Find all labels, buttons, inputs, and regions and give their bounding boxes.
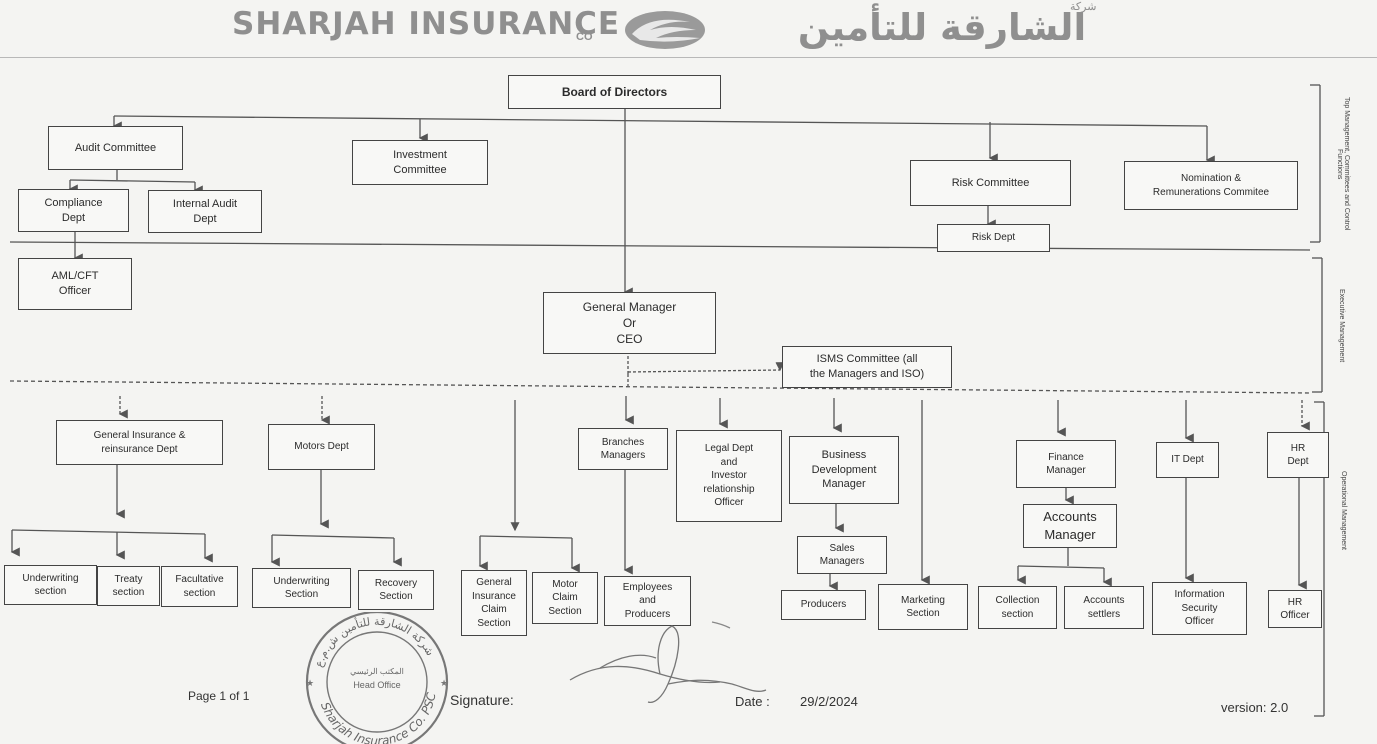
business-development-box: Business Development Manager bbox=[789, 436, 899, 504]
producers-box: Producers bbox=[781, 590, 866, 620]
header-divider bbox=[0, 57, 1377, 58]
nomination-committee-box: Nomination & Remunerations Commitee bbox=[1124, 161, 1298, 210]
stamp-arabic-text: شركة الشارقة للتأمين ش.م.ع bbox=[312, 615, 437, 669]
underwriting-section-box: Underwriting section bbox=[4, 565, 97, 605]
general-insurance-dept-box: General Insurance & reinsurance Dept bbox=[56, 420, 223, 465]
compliance-dept-box: Compliance Dept bbox=[18, 189, 129, 232]
legal-dept-box: Legal Dept and Investor relationship Off… bbox=[676, 430, 782, 522]
date-label: Date : bbox=[735, 694, 770, 709]
svg-text:شركة الشارقة للتأمين ش.م.ع: شركة الشارقة للتأمين ش.م.ع bbox=[312, 615, 437, 669]
company-suffix: CO bbox=[576, 31, 593, 43]
information-security-officer-box: Information Security Officer bbox=[1152, 582, 1247, 635]
company-stamp: شركة الشارقة للتأمين ش.م.ع Sharjah Insur… bbox=[305, 612, 449, 744]
stamp-office-ar: المكتب الرئيسي bbox=[350, 667, 404, 676]
signature-label: Signature: bbox=[450, 692, 514, 708]
handwritten-signature bbox=[569, 625, 767, 704]
sales-managers-box: Sales Managers bbox=[797, 536, 887, 574]
collection-section-box: Collection section bbox=[978, 586, 1057, 629]
side-label-top-management: Top Management, Committees and Control F… bbox=[1336, 97, 1350, 231]
accounts-settlers-box: Accounts settlers bbox=[1064, 586, 1144, 629]
audit-committee-box: Audit Committee bbox=[48, 126, 183, 170]
svg-text:★: ★ bbox=[306, 678, 314, 688]
employees-producers-box: Employees and Producers bbox=[604, 576, 691, 626]
motor-claim-section-box: Motor Claim Section bbox=[532, 572, 598, 624]
company-prefix-ar: شركة bbox=[1070, 1, 1097, 13]
recovery-section-box: Recovery Section bbox=[358, 570, 434, 610]
motor-underwriting-section-box: Underwriting Section bbox=[252, 568, 351, 608]
hr-officer-box: HR Officer bbox=[1268, 590, 1322, 628]
accounts-manager-box: Accounts Manager bbox=[1023, 504, 1117, 548]
branches-managers-box: Branches Managers bbox=[578, 428, 668, 470]
side-label-operational: Operational Management bbox=[1340, 470, 1347, 550]
aml-officer-box: AML/CFT Officer bbox=[18, 258, 132, 310]
isms-committee-box: ISMS Committee (all the Managers and ISO… bbox=[782, 346, 952, 388]
motors-dept-box: Motors Dept bbox=[268, 424, 375, 470]
svg-text:★: ★ bbox=[440, 678, 448, 688]
it-dept-box: IT Dept bbox=[1156, 442, 1219, 478]
board-of-directors-box: Board of Directors bbox=[508, 75, 721, 109]
page-number: Page 1 of 1 bbox=[188, 689, 250, 703]
side-label-executive: Executive Management bbox=[1338, 289, 1345, 363]
date-value: 29/2/2024 bbox=[800, 694, 858, 709]
marketing-section-box: Marketing Section bbox=[878, 584, 968, 630]
investment-committee-box: Investment Committee bbox=[352, 140, 488, 185]
treaty-section-box: Treaty section bbox=[97, 566, 160, 606]
company-name-en: SHARJAH INSURANCE bbox=[232, 6, 621, 42]
stamp-office-en: Head Office bbox=[353, 680, 400, 690]
risk-committee-box: Risk Committee bbox=[910, 160, 1071, 206]
facultative-section-box: Facultative section bbox=[161, 566, 238, 607]
hr-dept-box: HR Dept bbox=[1267, 432, 1329, 478]
general-manager-box: General Manager Or CEO bbox=[543, 292, 716, 354]
version-label: version: 2.0 bbox=[1221, 700, 1289, 715]
internal-audit-box: Internal Audit Dept bbox=[148, 190, 262, 233]
risk-dept-box: Risk Dept bbox=[937, 224, 1050, 252]
general-claim-section-box: General Insurance Claim Section bbox=[461, 570, 527, 636]
swirl-logo-icon bbox=[625, 11, 705, 49]
company-name-ar: الشارقة للتأمين bbox=[797, 6, 1087, 49]
finance-manager-box: Finance Manager bbox=[1016, 440, 1116, 488]
